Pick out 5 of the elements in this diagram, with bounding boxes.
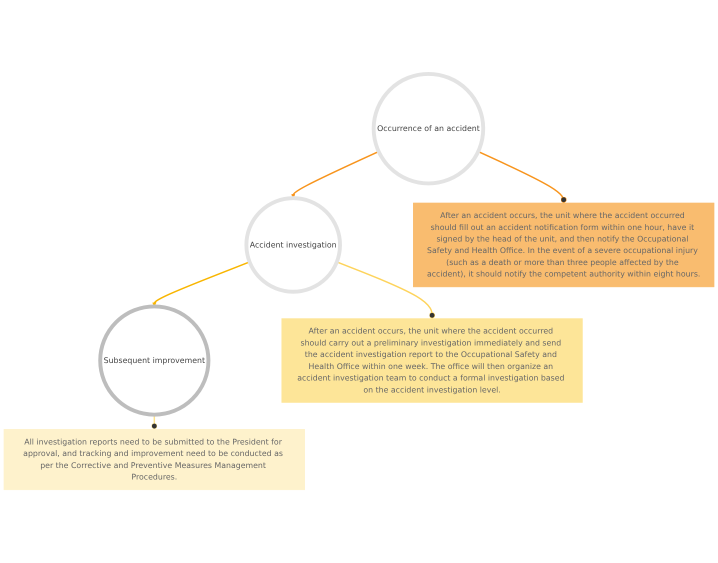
connector [336,260,436,318]
arrow [291,150,379,198]
arrow [152,260,250,306]
connector [478,150,567,203]
connector [151,414,158,429]
